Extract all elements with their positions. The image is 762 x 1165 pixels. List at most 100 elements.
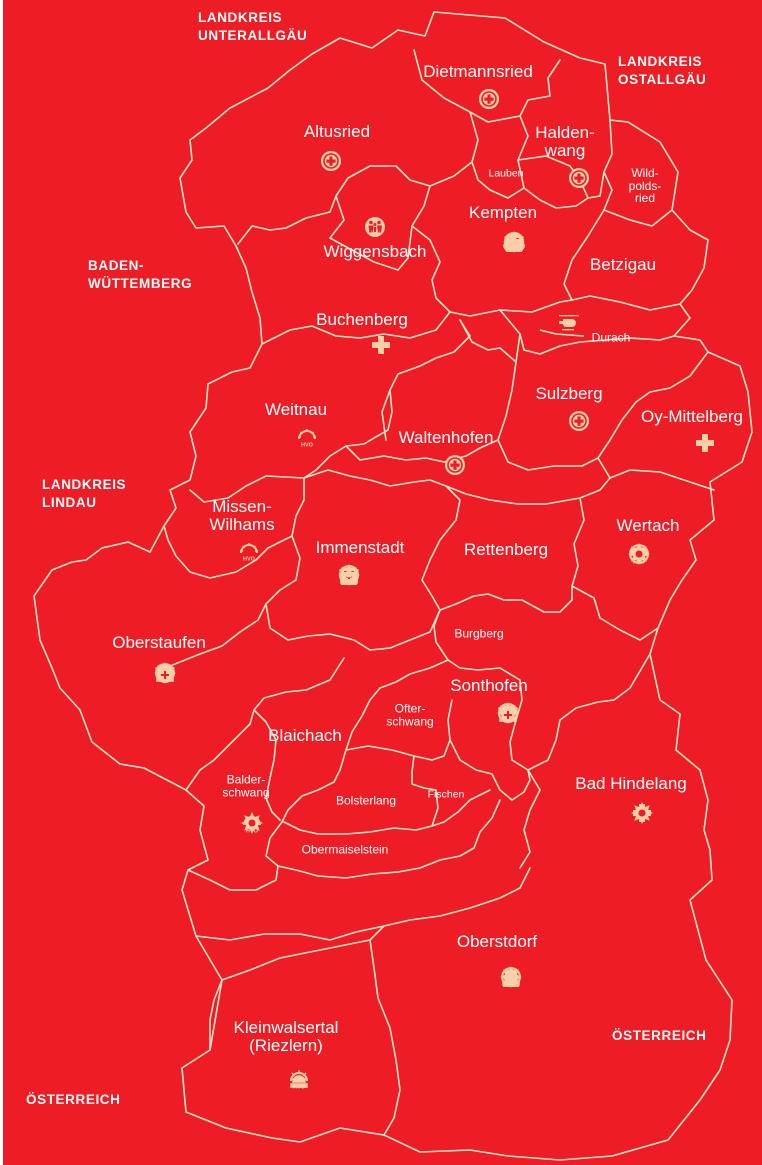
municipality-balderschwang: Balder-schwang: [222, 773, 269, 798]
water-rescue-icon: [568, 410, 590, 432]
municipality-buchenberg: Buchenberg: [316, 311, 408, 329]
municipality-badhindelang: Bad Hindelang: [575, 775, 687, 793]
municipality-wertach: Wertach: [617, 517, 680, 535]
municipality-name-line: Bolsterlang: [335, 793, 397, 808]
municipality-name-line: Sulzberg: [535, 384, 603, 404]
municipality-name-line: Kleinwalsertal: [233, 1018, 339, 1038]
water-rescue-icon: [568, 167, 590, 189]
municipality-weitnau: Weitnau: [265, 401, 327, 419]
municipality-fischen: Fischen: [428, 789, 465, 800]
outside-label-lindau: LANDKREIS: [42, 477, 126, 492]
municipality-name-line: ried: [634, 191, 655, 206]
municipality-wiggensbach: Wiggensbach: [323, 243, 426, 261]
municipality-oberstdorf: Oberstdorf: [457, 933, 537, 951]
outside-label-ostallgaeu: OSTALLGÄU: [618, 72, 706, 87]
municipality-name-line: Wilhams: [209, 515, 275, 534]
municipality-altusried: Altusried: [304, 123, 370, 141]
municipality-name-line: Oy-Mittelberg: [640, 407, 744, 427]
svg-text:HVO: HVO: [301, 443, 314, 449]
municipality-name-line: polds-: [628, 178, 662, 193]
municipality-name-line: Wiggensbach: [323, 242, 427, 262]
municipality-name-line: Buchenberg: [316, 310, 408, 330]
municipality-name-line: Kempten: [468, 203, 538, 223]
municipality-sulzberg: Sulzberg: [535, 385, 602, 403]
municipality-blaichach: Blaichach: [268, 727, 342, 745]
municipality-waltenhofen: Waltenhofen: [399, 429, 494, 447]
outside-label-oesterreich_right: ÖSTERREICH: [612, 1028, 707, 1043]
municipality-name-line: Durach: [591, 330, 631, 345]
municipality-name-line: Fischen: [427, 788, 465, 801]
family-icon: [365, 217, 385, 237]
nurse-icon: [341, 568, 357, 585]
hvo-icon: HVO: [297, 428, 317, 449]
municipality-name-line: Altusried: [303, 122, 371, 142]
shirt-cross-icon: [155, 664, 175, 682]
municipality-name-line: Burgberg: [454, 626, 504, 641]
municipality-name-line: Wertach: [616, 516, 680, 536]
municipality-bolsterlang: Bolsterlang: [336, 795, 396, 808]
outside-label-unterallgaeu: UNTERALLGÄU: [198, 28, 307, 43]
outside-label-unterallgaeu: LANDKREIS: [198, 10, 282, 25]
municipality-name-line: (Riezlern): [249, 1036, 323, 1055]
municipality-name-line: Betzigau: [589, 255, 657, 275]
shirt-cross-icon: [498, 704, 518, 722]
municipality-name-line: Immenstadt: [315, 538, 405, 558]
municipality-name-line: Obermaiselstein: [301, 842, 389, 857]
cross-icon: [372, 336, 390, 354]
municipality-name-line: Blaichach: [268, 726, 342, 746]
municipality-name-line: Oberstaufen: [112, 633, 206, 653]
municipality-oymittelberg: Oy-Mittelberg: [641, 408, 743, 426]
district-outline: [33, 11, 753, 1161]
municipality-missenwilhams: Missen-Wilhams: [209, 498, 274, 534]
municipality-kleinwalsertal: Kleinwalsertal(Riezlern): [234, 1019, 339, 1055]
helicopter-icon: [559, 315, 579, 331]
municipality-ofterschwang: Ofter-schwang: [386, 702, 433, 727]
municipality-sonthofen: Sonthofen: [450, 677, 528, 695]
municipality-name-line: Dietmannsried: [423, 62, 533, 82]
outside-label-baden: WÜTTEMBERG: [88, 276, 192, 291]
cross-icon: [696, 434, 714, 452]
nurse-icon: [506, 235, 522, 252]
municipality-oberstaufen: Oberstaufen: [112, 634, 206, 652]
nurse-icon: [503, 970, 519, 987]
water-rescue-icon: [478, 88, 500, 110]
municipality-name-line: Sonthofen: [450, 676, 528, 696]
hvo-icon: HVO: [289, 1070, 309, 1090]
municipality-name-line: schwang: [386, 714, 434, 728]
municipality-name-line: Ofter-: [394, 701, 426, 716]
municipality-name-line: Waltenhofen: [398, 428, 494, 448]
municipality-burgberg: Burgberg: [454, 628, 503, 641]
hvo-icon: HVO: [629, 545, 649, 566]
outside-label-lindau: LINDAU: [42, 495, 97, 510]
municipality-immenstadt: Immenstadt: [316, 539, 405, 557]
municipality-kempten: Kempten: [469, 204, 537, 222]
outside-label-oesterreich_left: ÖSTERREICH: [26, 1092, 121, 1107]
municipality-name-line: wang: [544, 141, 586, 160]
municipality-name-line: Weitnau: [264, 400, 328, 420]
svg-text:HVO: HVO: [243, 557, 256, 563]
ambulance-route: [539, 329, 585, 337]
hvo-icon: HVO: [239, 542, 259, 563]
municipality-name-line: Oberstdorf: [456, 932, 538, 952]
municipality-name-line: Lauben: [488, 167, 524, 180]
municipality-wildpoldsried: Wild-polds-ried: [629, 167, 662, 205]
snow-rescue-icon: [631, 802, 653, 824]
outside-label-baden: BADEN-: [88, 258, 144, 273]
municipality-name-line: Wild-: [631, 166, 659, 181]
municipality-rettenberg: Rettenberg: [464, 541, 548, 559]
outside-label-ostallgaeu: LANDKREIS: [618, 54, 702, 69]
municipality-betzigau: Betzigau: [590, 256, 656, 274]
municipality-name-line: Balder-: [226, 772, 266, 787]
municipality-lauben: Lauben: [488, 168, 523, 179]
svg-text:HVO: HVO: [246, 829, 259, 835]
municipality-name-line: Missen-: [212, 497, 272, 517]
svg-text:HVO: HVO: [633, 560, 646, 566]
municipality-obermaiselstein: Obermaiselstein: [302, 844, 389, 857]
municipality-dietmannsried: Dietmannsried: [423, 63, 533, 81]
municipality-name-line: schwang: [222, 785, 270, 799]
municipality-name-line: Rettenberg: [463, 540, 549, 560]
hvo-icon: HVO: [242, 814, 262, 835]
